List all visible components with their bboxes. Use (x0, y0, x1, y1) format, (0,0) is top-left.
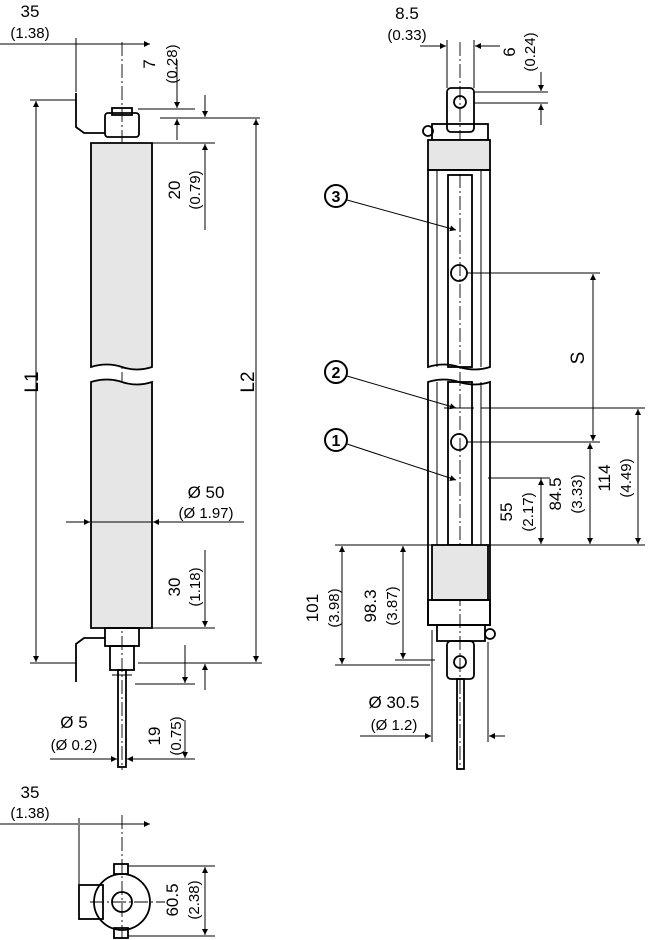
dim-98-3-in: (3.87) (384, 586, 401, 625)
top-view: 35 (1.38) 60.5 (2.38) (0, 783, 215, 940)
dim-20: 20 (165, 181, 184, 200)
dim-35-top: 35 (21, 2, 40, 21)
dim-101: 101 (303, 594, 322, 622)
dim-114: 114 (595, 464, 614, 491)
dim-55-in: (2.17) (520, 492, 537, 531)
label-L2: L2 (238, 371, 259, 392)
dim-6-in: (0.24) (522, 32, 539, 71)
dim-60-5-in: (2.38) (186, 880, 203, 919)
dim-60-5: 60.5 (163, 883, 182, 916)
dim-diameter-50-in: (Ø 1.97) (178, 505, 233, 522)
dim-35-bottom-in: (1.38) (10, 805, 49, 822)
callout-1: 1 (332, 433, 341, 450)
dim-diameter-50: Ø 50 (188, 483, 225, 502)
dim-diameter-5: Ø 5 (60, 713, 87, 732)
dim-7-in: (0.28) (164, 44, 181, 83)
dim-diameter-30-5-in: (Ø 1.2) (371, 717, 418, 734)
dim-19-in: (0.75) (168, 716, 185, 755)
dim-diameter-5-in: (Ø 0.2) (51, 737, 98, 754)
dim-6: 6 (500, 47, 519, 56)
label-S: S (568, 352, 589, 365)
dim-19: 19 (145, 727, 164, 746)
dim-84-5: 84.5 (546, 477, 565, 510)
dim-35-bottom: 35 (21, 783, 40, 802)
dim-101-in: (3.98) (326, 588, 343, 627)
callout-3: 3 (332, 189, 341, 206)
dim-98-3: 98.3 (361, 589, 380, 622)
dim-7: 7 (140, 59, 159, 68)
side-view: 8.5 (0.33) 6 (0.24) S 55 (2.17) 84.5 (3.… (303, 4, 645, 770)
dim-55: 55 (497, 503, 516, 522)
dim-84-5-in: (3.33) (569, 474, 586, 513)
dim-8-5: 8.5 (395, 4, 419, 23)
dim-20-in: (0.79) (187, 170, 204, 209)
dim-114-in: (4.49) (618, 458, 635, 497)
label-L1: L1 (22, 371, 43, 392)
dim-35-top-in: (1.38) (10, 25, 49, 42)
front-view: 35 (1.38) 7 (0.28) 20 (0.79) L1 L2 Ø 50 … (0, 2, 262, 770)
dim-30: 30 (165, 578, 184, 597)
dim-diameter-30-5: Ø 30.5 (368, 693, 419, 712)
dim-8-5-in: (0.33) (387, 27, 426, 44)
callout-2: 2 (332, 365, 341, 382)
dim-30-in: (1.18) (187, 567, 204, 606)
